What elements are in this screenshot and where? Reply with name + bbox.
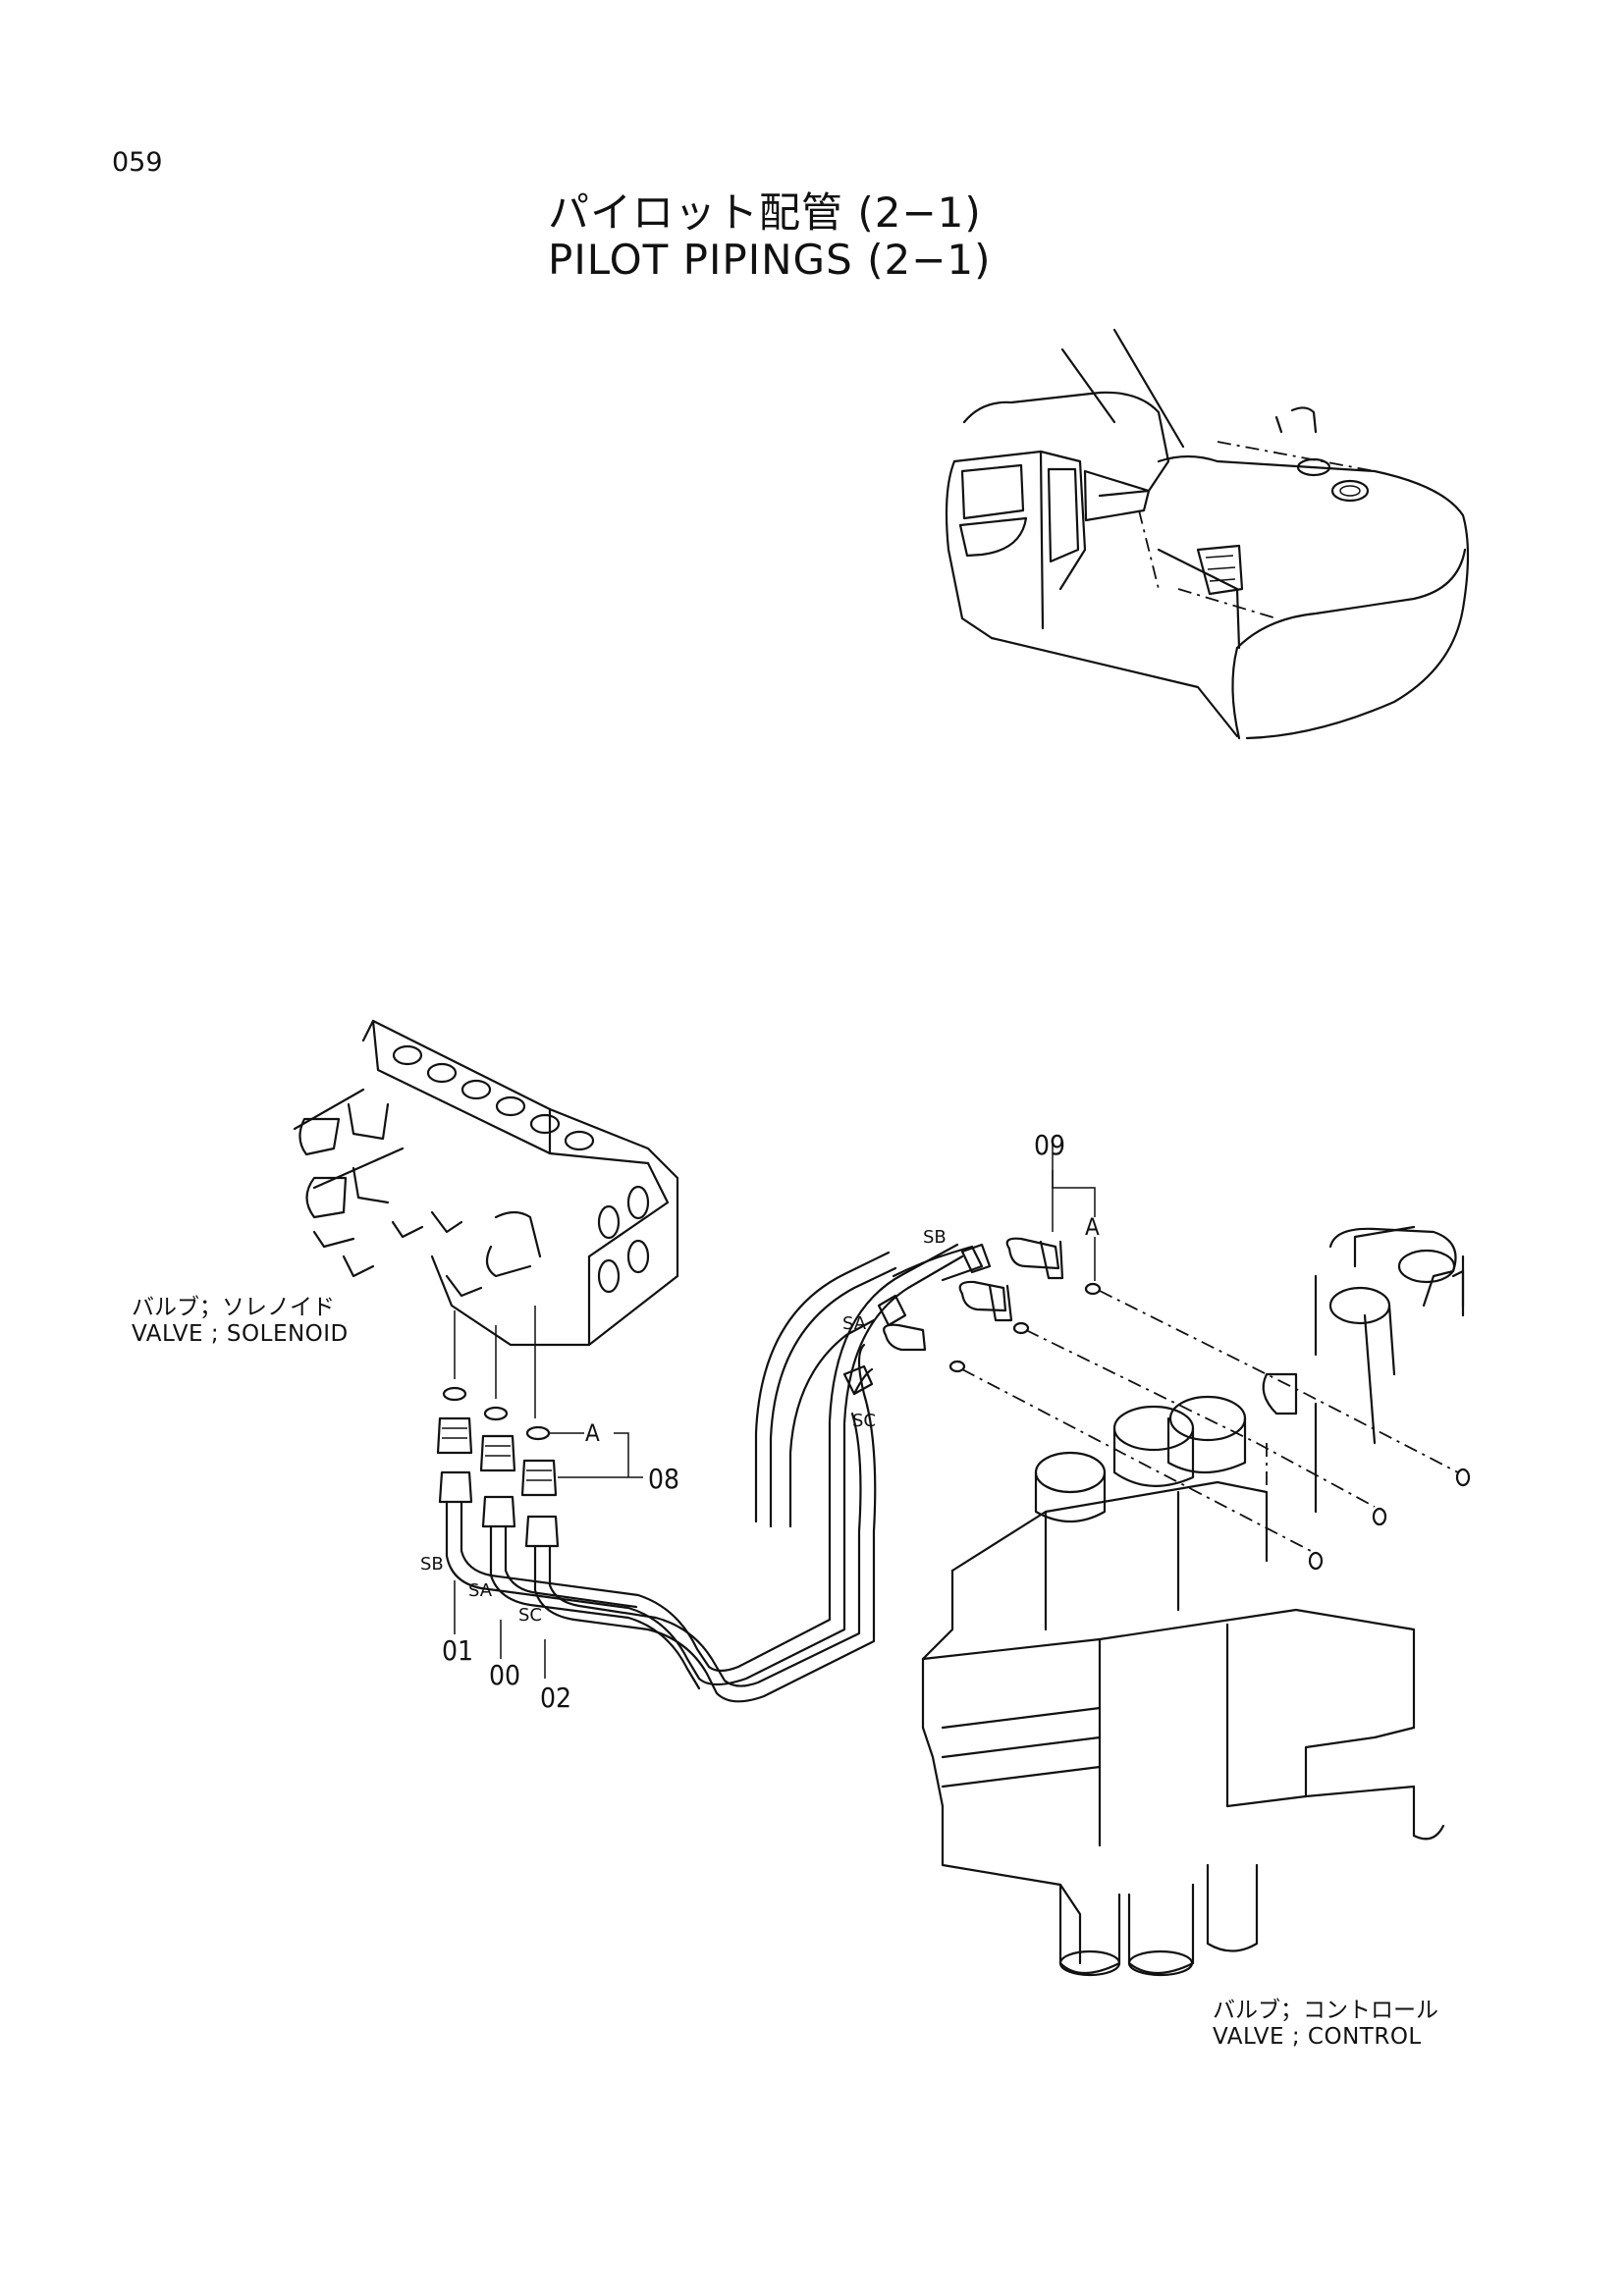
- callout-group-a-left: A: [585, 1419, 600, 1447]
- page-number: 059: [112, 147, 163, 178]
- port-code-sc-right: SC: [852, 1411, 876, 1431]
- solenoid-valve-illustration: [293, 1019, 679, 1418]
- control-valve-label-english: VALVE ; CONTROL: [1213, 2024, 1422, 2050]
- port-code-sc-left: SC: [518, 1605, 542, 1626]
- port-code-sa-right: SA: [842, 1313, 867, 1334]
- callout-part-08: 08: [648, 1463, 680, 1495]
- port-code-sb-right: SB: [923, 1227, 947, 1248]
- pilot-hoses: [445, 1243, 992, 1703]
- callout-part-02: 02: [540, 1682, 572, 1714]
- solenoid-valve-label-japanese: バルブ；ソレノイド: [132, 1295, 335, 1320]
- port-code-sb-left: SB: [420, 1554, 444, 1575]
- solenoid-valve-label-english: VALVE ; SOLENOID: [132, 1321, 349, 1347]
- control-valve-illustration: [921, 1225, 1471, 1977]
- port-code-sa-left: SA: [468, 1580, 493, 1601]
- elbow-fittings: [883, 1139, 1102, 1373]
- adapter-fittings: [436, 1386, 560, 1548]
- page-title-japanese: パイロット配管 (2−1): [548, 188, 982, 237]
- callout-part-00: 00: [489, 1659, 521, 1691]
- excavator-overview-illustration: [945, 328, 1470, 740]
- callout-group-a-right: A: [1085, 1213, 1100, 1241]
- callout-part-09: 09: [1034, 1129, 1066, 1161]
- control-valve-label-japanese: バルブ；コントロール: [1213, 1998, 1438, 2023]
- callout-leaders: [454, 1170, 1096, 1679]
- callout-part-01: 01: [442, 1634, 474, 1667]
- page-title-english: PILOT PIPINGS (2−1): [548, 236, 992, 284]
